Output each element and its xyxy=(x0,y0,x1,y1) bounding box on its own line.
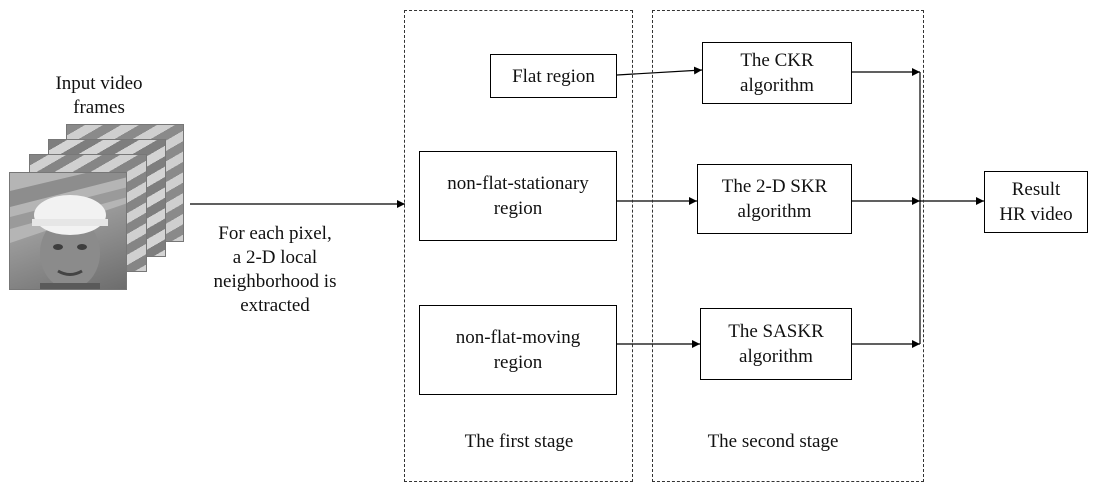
first-stage-panel xyxy=(404,10,633,482)
non-flat-moving-label-line1: non-flat-moving xyxy=(455,327,581,348)
result-label-line2: HR video xyxy=(999,204,1073,225)
non-flat-stationary-region-box: non-flat-stationary region xyxy=(419,151,617,241)
input-label-line1: Input video xyxy=(55,73,143,94)
non-flat-moving-label-line2: region xyxy=(493,352,543,373)
non-flat-moving-region-box: non-flat-moving region xyxy=(419,305,617,395)
result-label-line1: Result xyxy=(1011,179,1061,200)
first-stage-label: The first stage xyxy=(464,431,574,452)
extract-note-line1: For each pixel, xyxy=(218,223,332,244)
arrow-flat-to-ckr xyxy=(616,66,703,76)
saskr-label-line1: The SASKR xyxy=(728,321,824,342)
saskr-algorithm-box: The SASKR algorithm xyxy=(700,308,852,380)
extract-note-line4: extracted xyxy=(240,295,310,316)
ckr-label-line2: algorithm xyxy=(740,75,814,96)
foreman-picture xyxy=(10,173,126,289)
ckr-label-line1: The CKR xyxy=(740,50,814,71)
flat-region-box: Flat region xyxy=(490,54,617,98)
2d-skr-label-line1: The 2-D SKR xyxy=(721,176,828,197)
flat-region-label: Flat region xyxy=(512,65,595,87)
saskr-label-line2: algorithm xyxy=(739,346,813,367)
non-flat-stationary-label-line1: non-flat-stationary xyxy=(447,173,589,194)
second-stage-panel xyxy=(652,10,924,482)
video-frame-1 xyxy=(9,172,127,290)
extract-note-line3: neighborhood is xyxy=(213,271,337,292)
2d-skr-algorithm-box: The 2-D SKR algorithm xyxy=(697,164,852,234)
extract-note-line2: a 2-D local xyxy=(232,247,318,268)
second-stage-label: The second stage xyxy=(707,431,839,452)
2d-skr-label-line2: algorithm xyxy=(737,201,812,222)
result-hr-video-box: Result HR video xyxy=(984,171,1088,233)
input-label-line2: frames xyxy=(73,97,125,118)
non-flat-stationary-label-line2: region xyxy=(493,198,543,219)
ckr-algorithm-box: The CKR algorithm xyxy=(702,42,852,104)
